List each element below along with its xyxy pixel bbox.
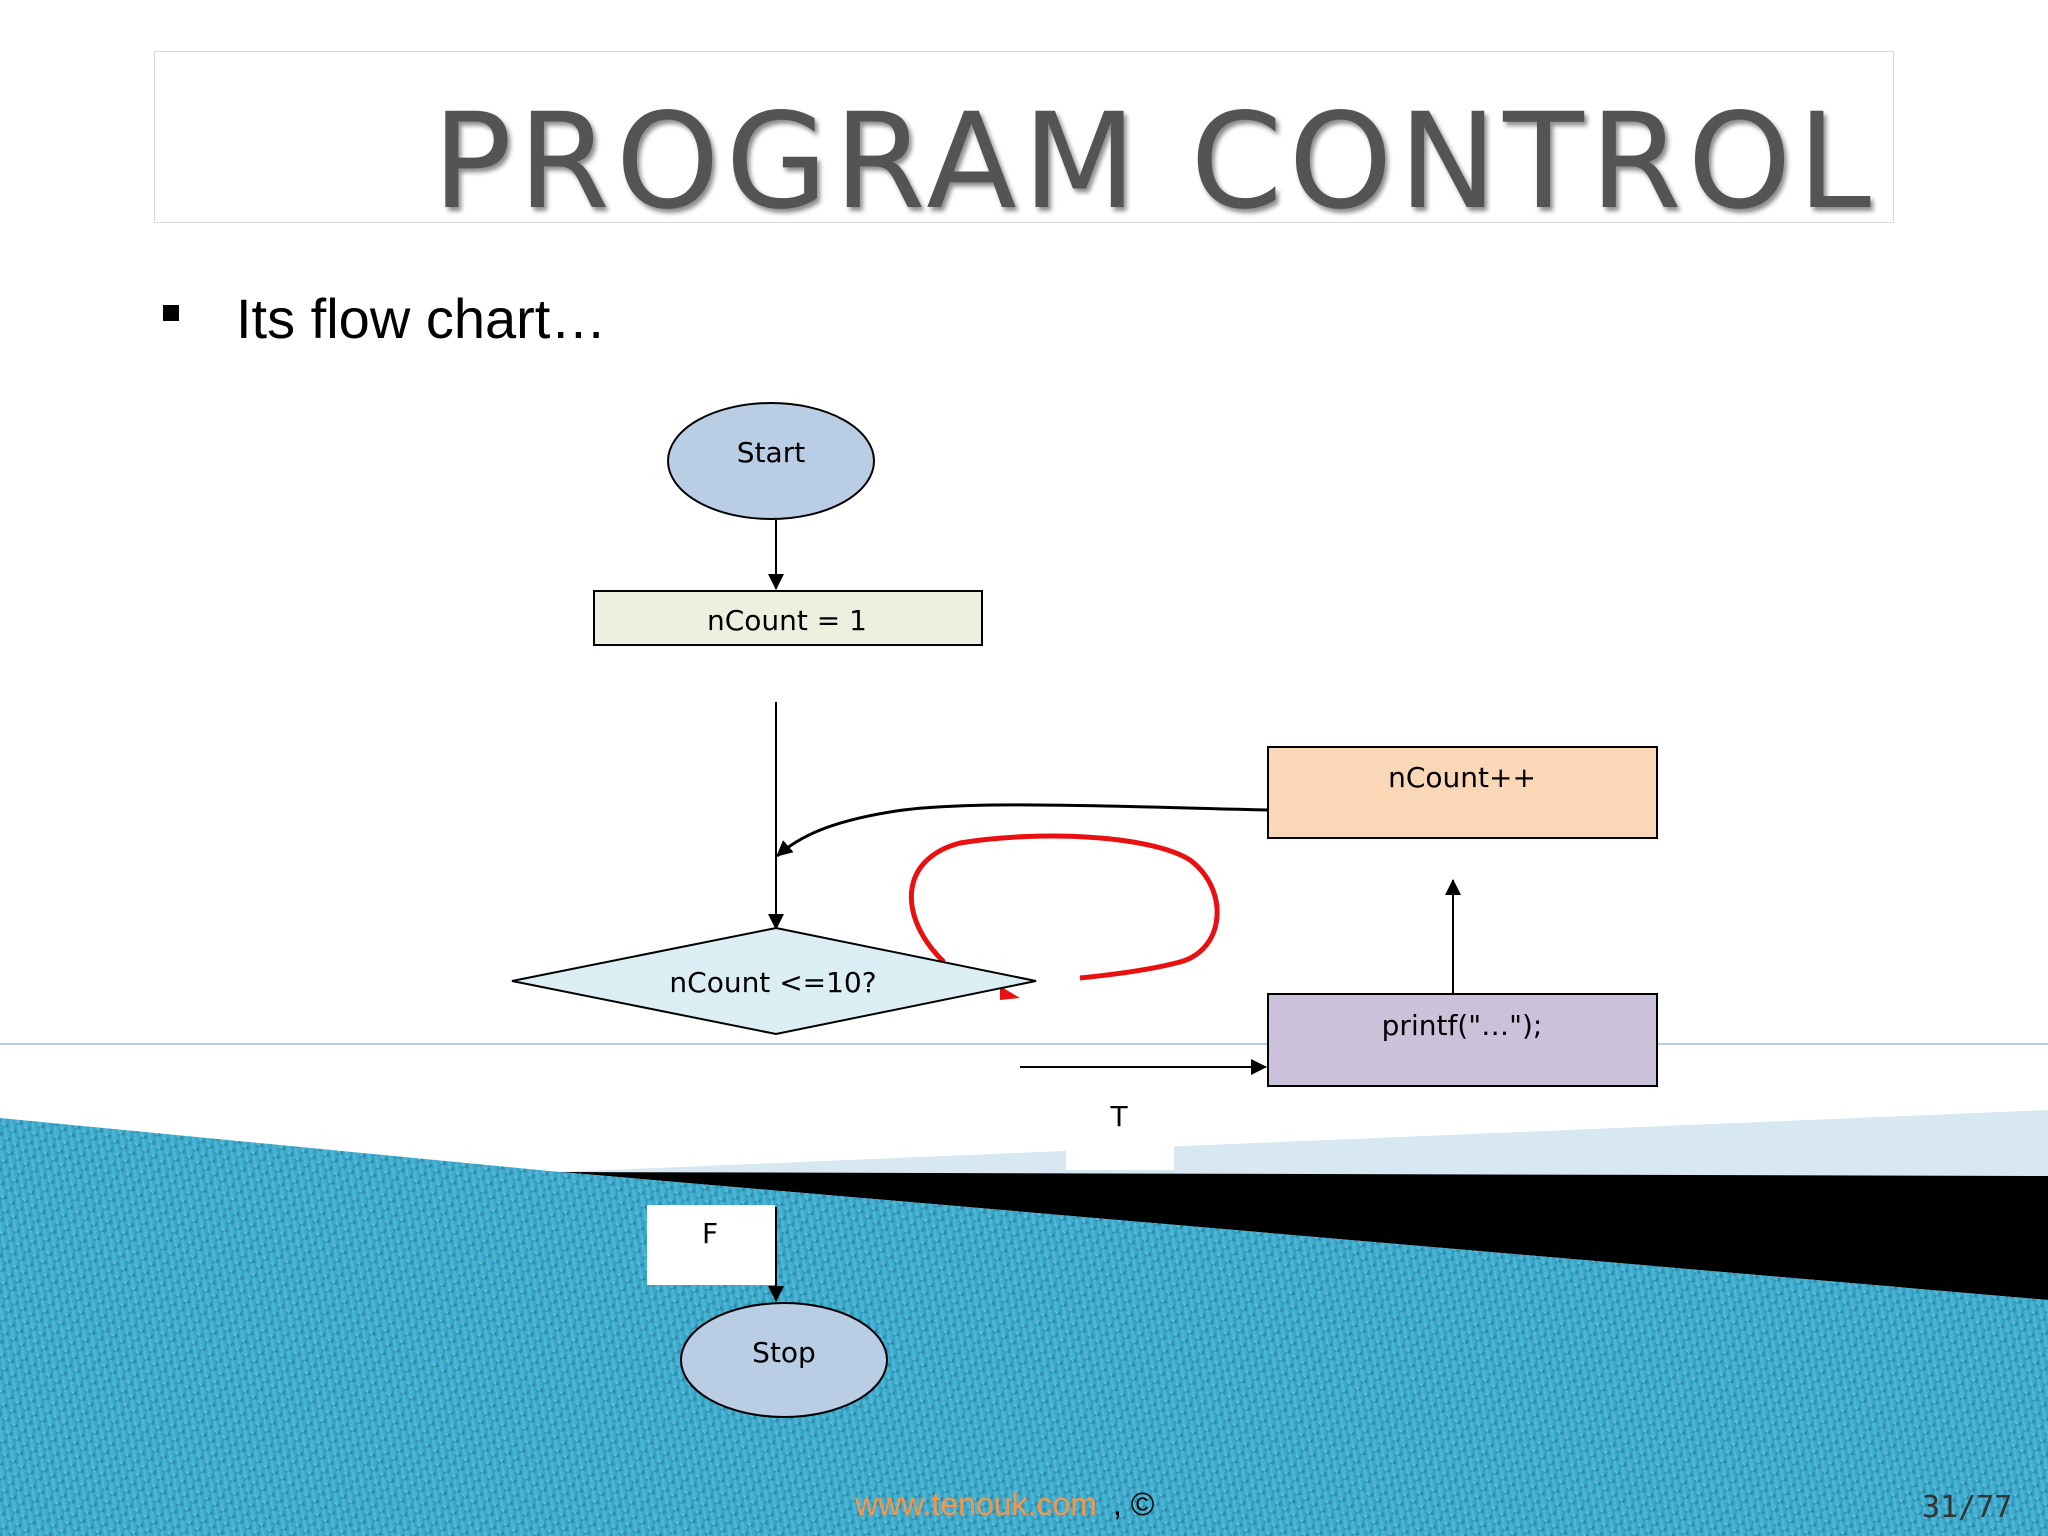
init-label: nCount = 1: [707, 604, 867, 637]
init-node: [593, 590, 983, 646]
false-label-box: [647, 1205, 775, 1285]
title-box: PROGRAM CONTROL: [154, 51, 1894, 228]
decision-label: nCount <=10?: [669, 966, 876, 999]
loop-annotation-arrowhead: [1000, 986, 1020, 1000]
print-label: printf("…");: [1382, 1009, 1543, 1042]
true-label: T: [1109, 1100, 1128, 1133]
start-label: Start: [737, 436, 805, 469]
decision-node: [511, 926, 1037, 1036]
bullet-text: Its flow chart…: [236, 287, 607, 350]
slide-title: PROGRAM CONTROL: [432, 85, 1877, 239]
footer-link[interactable]: www.tenouk.com: [855, 1486, 1097, 1522]
print-node: [1267, 993, 1658, 1087]
increment-node: [1267, 746, 1658, 839]
connector-increment-back: [776, 803, 1269, 858]
start-node: [667, 402, 875, 520]
stop-node: [680, 1302, 888, 1418]
page-number: 31/77: [1922, 1490, 2013, 1525]
loop-annotation: [909, 833, 1220, 981]
false-label: F: [702, 1217, 718, 1250]
increment-label: nCount++: [1388, 761, 1536, 794]
footer-copyright: , ©: [1113, 1486, 1155, 1522]
bullet-marker: [163, 305, 179, 321]
true-label-box: [1066, 1080, 1174, 1170]
stop-label: Stop: [752, 1336, 816, 1369]
